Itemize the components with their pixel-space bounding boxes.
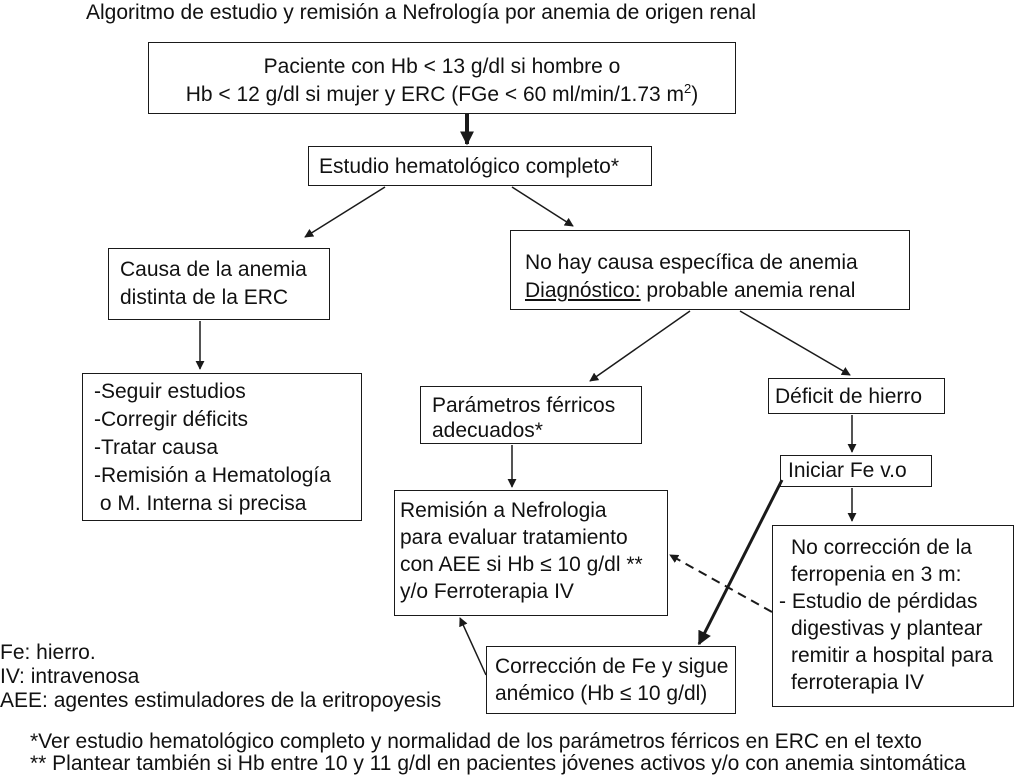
- iron-corrected-line-2: anémico (Hb ≤ 10 g/dl): [495, 682, 708, 705]
- diagram-title: Algoritmo de estudio y remisión a Nefrol…: [86, 1, 757, 24]
- no-correction-line: remitir a hospital para: [791, 644, 993, 667]
- start-oral-iron-label: Iniciar Fe v.o: [788, 459, 907, 482]
- referral-line: con AEE si Hb ≤ 10 g/dl **: [400, 553, 643, 576]
- action-item: -Seguir estudios: [94, 380, 246, 403]
- footnote-single-asterisk: *Ver estudio hematológico completo y nor…: [30, 730, 922, 753]
- no-cause-line-2: Diagnóstico: probable anemia renal: [525, 279, 856, 302]
- arrow-study-to-other-cause: [304, 186, 386, 238]
- arrow-fe-corrected-to-referral: [459, 617, 487, 676]
- no-correction-box: No corrección de la ferropenia en 3 m: -…: [772, 525, 1014, 707]
- legend-fe: Fe: hierro.: [0, 641, 96, 664]
- action-item: -Corregir déficits: [94, 408, 249, 431]
- iron-params-line-2: adecuados*: [432, 419, 543, 442]
- hematologic-study-box: Estudio hematológico completo*: [308, 146, 652, 186]
- iron-deficit-label: Déficit de hierro: [775, 385, 923, 408]
- action-item: -Tratar causa: [94, 436, 219, 459]
- arrow-study-to-no-cause: [511, 186, 574, 227]
- action-item: -Remisión a Hematología: [94, 464, 331, 487]
- arrow-no-cause-to-deficit: [739, 310, 851, 376]
- patient-line-1: Paciente con Hb < 13 g/dl si hombre o: [263, 55, 621, 78]
- referral-line: para evaluar tratamiento: [400, 526, 628, 549]
- legend-aee: AEE: agentes estimuladores de la eritrop…: [0, 689, 442, 712]
- iron-params-line-1: Parámetros férricos: [432, 394, 616, 417]
- iron-corrected-line-1: Corrección de Fe y sigue: [495, 655, 729, 678]
- referral-line: Remisión a Nefrologia: [400, 499, 607, 522]
- no-correction-line: - Estudio de pérdidas: [779, 590, 978, 613]
- arrow-no-correction-to-referral-dashed: [669, 554, 773, 613]
- other-cause-line-2: distinta de la ERC: [120, 286, 289, 309]
- legend-iv: IV: intravenosa: [0, 665, 140, 688]
- start-oral-iron-box: Iniciar Fe v.o: [780, 455, 932, 487]
- no-correction-line: ferroterapia IV: [791, 671, 925, 694]
- referral-line: y/o Ferroterapia IV: [400, 580, 574, 603]
- no-cause-line-1: No hay causa específica de anemia: [525, 251, 858, 274]
- arrow-start-fe-to-fe-corrected: [697, 479, 784, 646]
- no-correction-line: No corrección de la: [791, 536, 972, 559]
- arrow-no-cause-to-params: [589, 310, 691, 382]
- other-cause-line-1: Causa de la anemia: [120, 258, 307, 281]
- action-item: o M. Interna si precisa: [94, 492, 307, 515]
- nephrology-referral-box: Remisión a Nefrologia para evaluar trata…: [394, 490, 668, 616]
- iron-params-adequate-box: Parámetros férricos adecuados*: [420, 386, 642, 444]
- diagnosis-label: Diagnóstico:: [525, 279, 641, 302]
- iron-deficit-box: Déficit de hierro: [768, 378, 945, 414]
- patient-criteria-box: Paciente con Hb < 13 g/dl si hombre o Hb…: [148, 42, 736, 114]
- other-cause-box: Causa de la anemia distinta de la ERC: [108, 248, 330, 320]
- iron-corrected-still-anemic-box: Corrección de Fe y sigue anémico (Hb ≤ 1…: [486, 646, 736, 714]
- no-correction-line: digestivas y plantear: [791, 617, 983, 640]
- actions-box: -Seguir estudios -Corregir déficits -Tra…: [82, 373, 362, 521]
- patient-line-2: Hb < 12 g/dl si mujer y ERC (FGe < 60 ml…: [185, 81, 699, 106]
- no-specific-cause-box: No hay causa específica de anemia Diagnó…: [510, 230, 910, 310]
- hematologic-study-label: Estudio hematológico completo*: [319, 155, 620, 178]
- footnote-double-asterisk: ** Plantear también si Hb entre 10 y 11 …: [30, 752, 966, 775]
- no-correction-line: ferropenia en 3 m:: [791, 563, 962, 586]
